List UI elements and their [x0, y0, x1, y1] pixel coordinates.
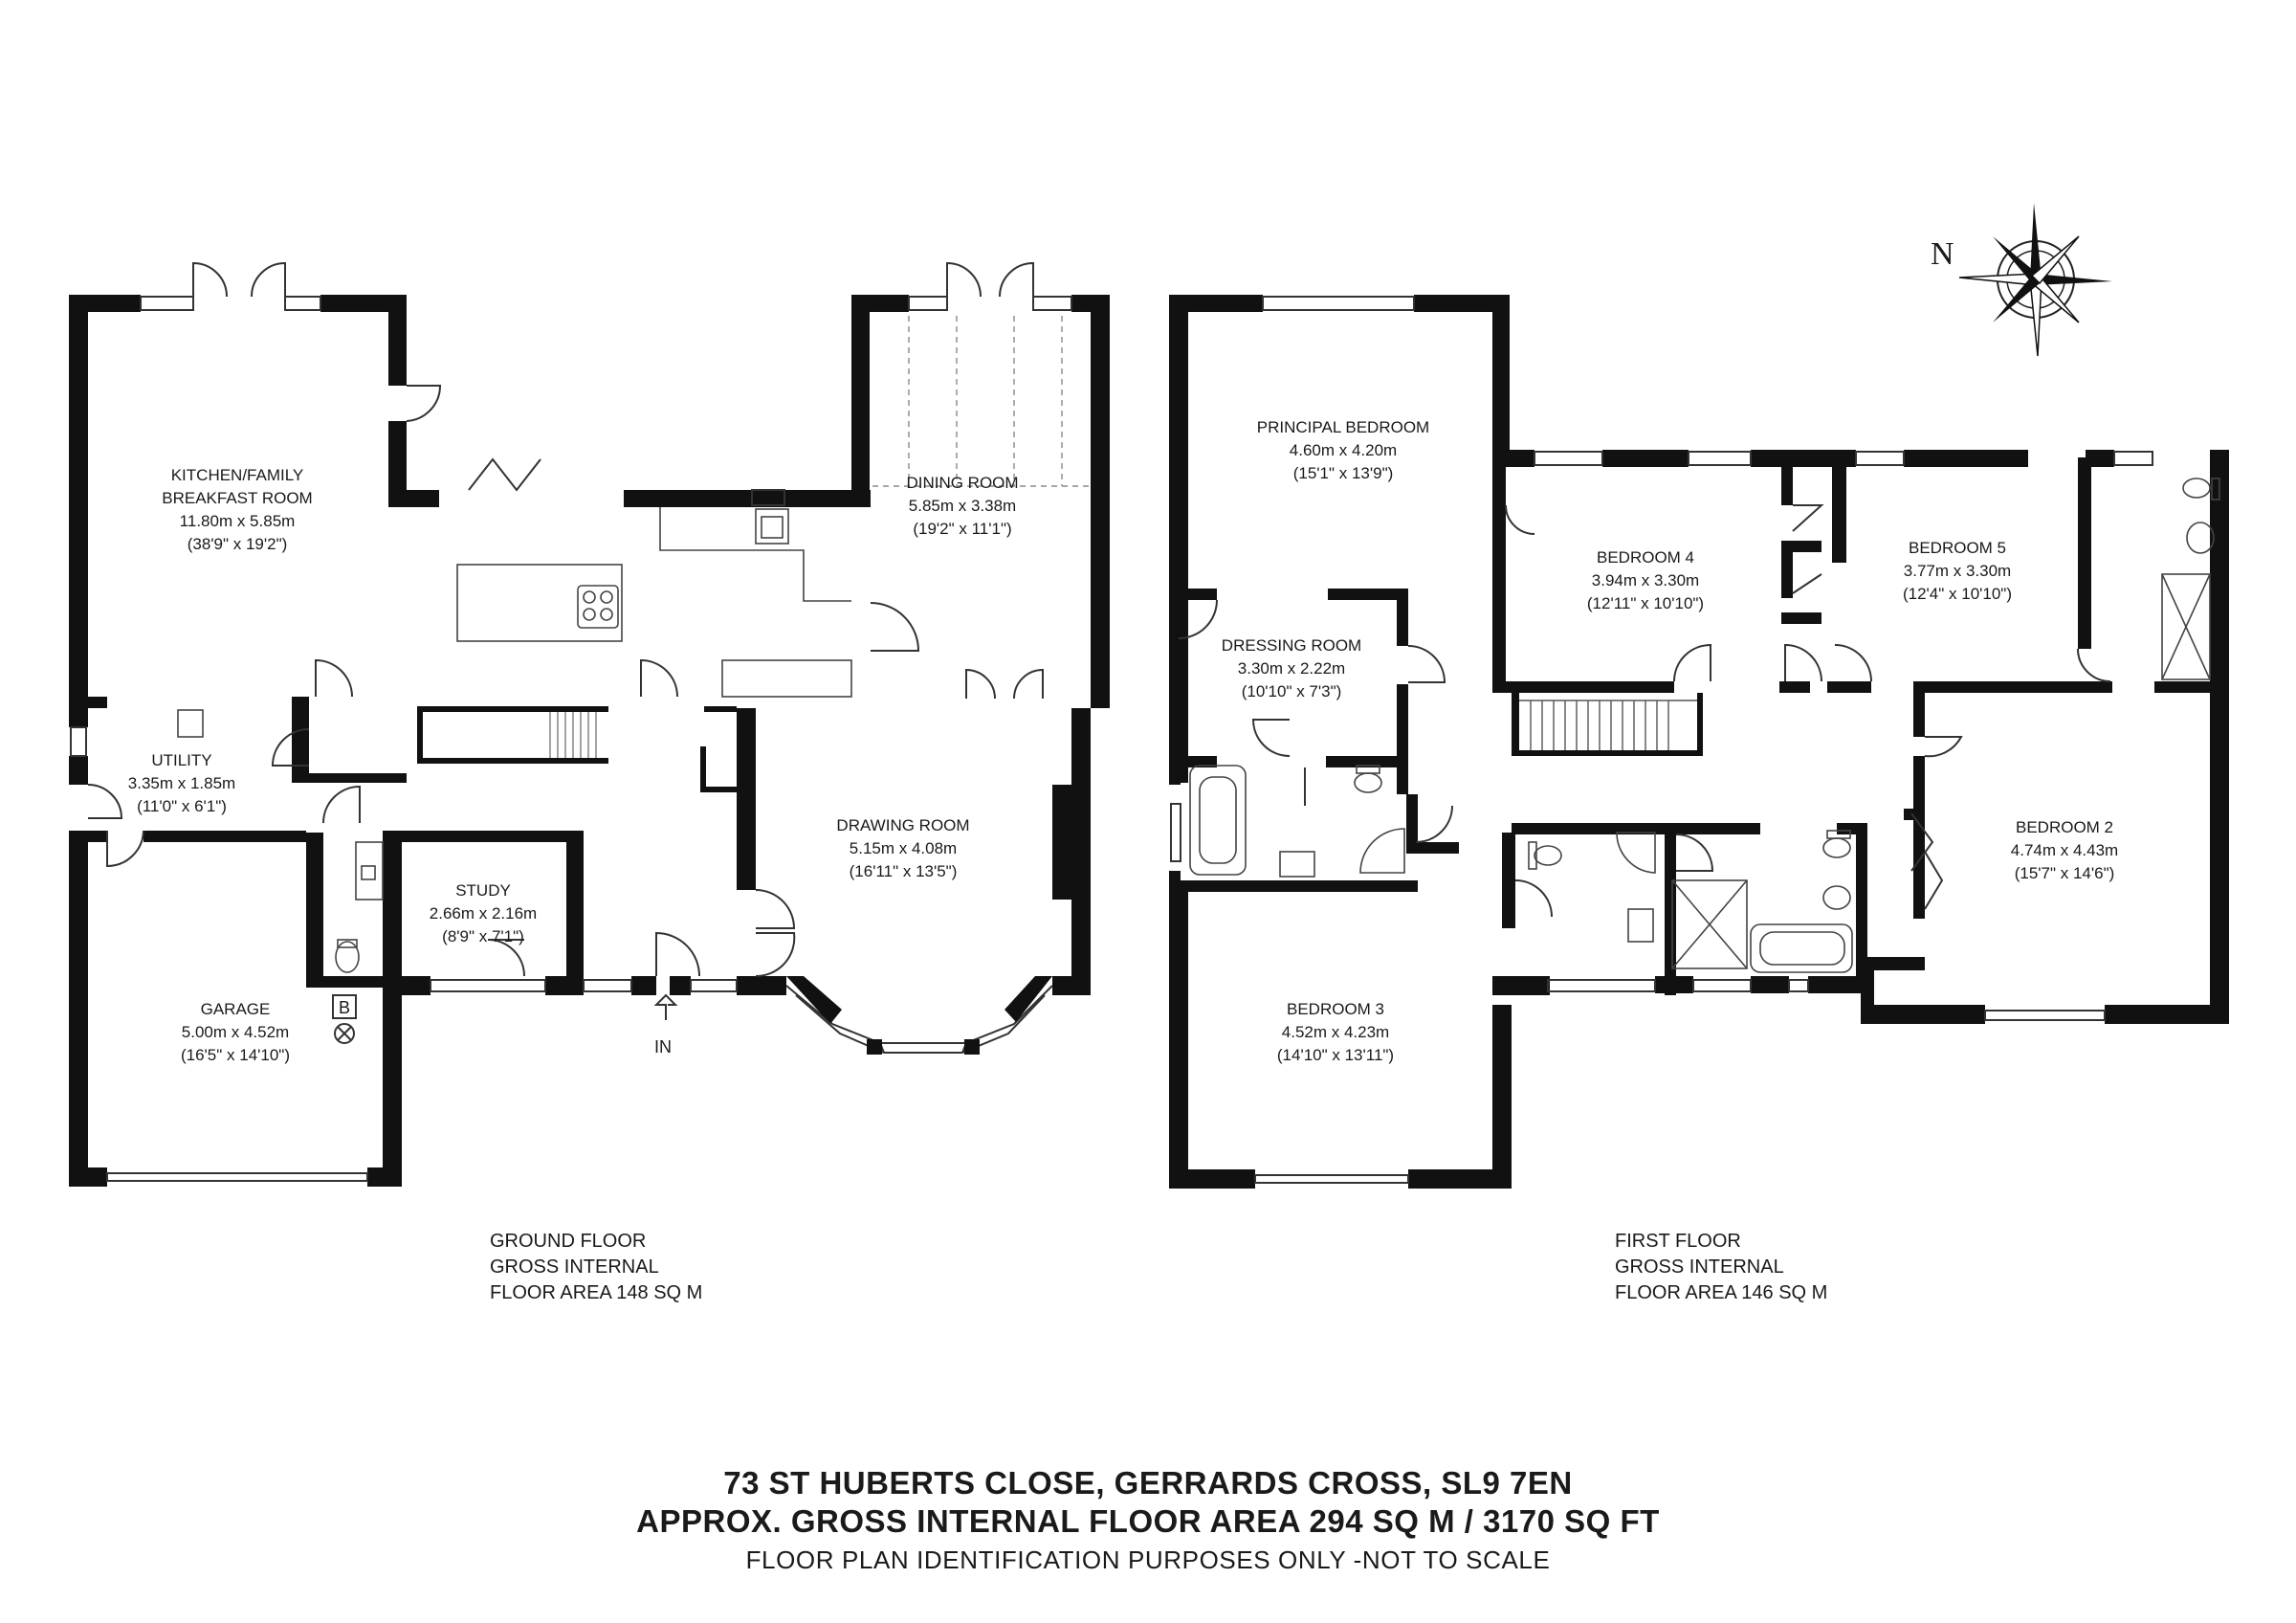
bedroom3-imperial: (14'10" x 13'11")	[1277, 1046, 1394, 1064]
entrance-marker: IN	[654, 1037, 672, 1056]
garage-metric: 5.00m x 4.52m	[182, 1023, 289, 1041]
kitchen-metric: 11.80m x 5.85m	[180, 512, 296, 530]
first-floor-line-2: GROSS INTERNAL	[1615, 1256, 1784, 1278]
compass-north-label: N	[1931, 236, 1954, 272]
room-label-utility: UTILITY 3.35m x 1.85m (11'0" x 6'1")	[128, 751, 235, 815]
room-label-kitchen: KITCHEN/FAMILY BREAKFAST ROOM 11.80m x 5…	[162, 466, 312, 553]
utility-name: UTILITY	[151, 751, 211, 769]
principal-name: PRINCIPAL BEDROOM	[1257, 418, 1429, 436]
first-floor-walls	[1169, 295, 2229, 1189]
ground-floor-doors	[87, 261, 1044, 978]
utility-imperial: (11'0" x 6'1")	[137, 797, 227, 815]
ground-floor-stairs	[549, 712, 597, 758]
kitchen-name-2: BREAKFAST ROOM	[162, 489, 312, 507]
garage-name: GARAGE	[201, 1000, 271, 1018]
compass-rose-icon	[1958, 203, 2112, 357]
bedroom2-name: BEDROOM 2	[2016, 818, 2113, 836]
utility-metric: 3.35m x 1.85m	[128, 774, 235, 792]
ground-floor-windows	[70, 296, 1072, 1182]
room-label-bedroom5: BEDROOM 5 3.77m x 3.30m (12'4" x 10'10")	[1903, 539, 2012, 603]
principal-imperial: (15'1" x 13'9")	[1293, 464, 1394, 482]
room-label-bedroom3: BEDROOM 3 4.52m x 4.23m (14'10" x 13'11"…	[1277, 1000, 1394, 1064]
ground-floor-area-label: GROUND FLOOR GROSS INTERNAL FLOOR AREA 1…	[490, 1229, 702, 1306]
disclaimer: FLOOR PLAN IDENTIFICATION PURPOSES ONLY …	[745, 1545, 1551, 1574]
principal-metric: 4.60m x 4.20m	[1290, 441, 1397, 459]
bedroom4-metric: 3.94m x 3.30m	[1592, 571, 1699, 589]
room-label-study: STUDY 2.66m x 2.16m (8'9" x 7'1")	[430, 881, 537, 945]
bedroom5-metric: 3.77m x 3.30m	[1904, 562, 2011, 580]
bedroom4-imperial: (12'11" x 10'10")	[1587, 594, 1704, 612]
bedroom2-metric: 4.74m x 4.43m	[2011, 841, 2118, 859]
dining-name: DINING ROOM	[906, 474, 1018, 492]
sanitary-fittings	[1189, 478, 2220, 973]
boiler-symbol	[332, 994, 357, 1044]
dining-imperial: (19'2" x 11'1")	[913, 520, 1011, 538]
room-label-garage: GARAGE 5.00m x 4.52m (16'5" x 14'10")	[181, 1000, 290, 1064]
study-name: STUDY	[455, 881, 511, 900]
bedroom3-name: BEDROOM 3	[1287, 1000, 1384, 1018]
footer: 73 ST HUBERTS CLOSE, GERRARDS CROSS, SL9…	[0, 1464, 2296, 1577]
ground-floor-walls	[69, 295, 1110, 1187]
room-label-dressing: DRESSING ROOM 3.30m x 2.22m (10'10" x 7'…	[1222, 636, 1361, 700]
drawing-name: DRAWING ROOM	[836, 816, 969, 834]
property-address: 73 ST HUBERTS CLOSE, GERRARDS CROSS, SL9…	[723, 1465, 1573, 1501]
bedroom5-imperial: (12'4" x 10'10")	[1903, 585, 2012, 603]
dressing-metric: 3.30m x 2.22m	[1238, 659, 1345, 678]
first-floor-line-3: FLOOR AREA 146 SQ M	[1615, 1282, 1828, 1303]
first-floor-line-1: FIRST FLOOR	[1615, 1231, 1741, 1252]
kitchen-name-1: KITCHEN/FAMILY	[171, 466, 304, 484]
room-label-dining: DINING ROOM 5.85m x 3.38m (19'2" x 11'1"…	[906, 474, 1018, 538]
first-floor-doors	[1178, 504, 2111, 918]
bedroom4-name: BEDROOM 4	[1597, 548, 1694, 567]
ground-floor-line-2: GROSS INTERNAL	[490, 1256, 659, 1278]
first-floor-windows	[1170, 296, 2153, 1184]
dining-roof-lantern	[872, 316, 1089, 487]
bay-window-piers	[786, 976, 1052, 1055]
dining-metric: 5.85m x 3.38m	[909, 497, 1016, 515]
garage-imperial: (16'5" x 14'10")	[181, 1046, 290, 1064]
room-label-bedroom4: BEDROOM 4 3.94m x 3.30m (12'11" x 10'10"…	[1587, 548, 1704, 612]
kitchen-units	[177, 507, 852, 973]
study-metric: 2.66m x 2.16m	[430, 904, 537, 923]
room-label-drawing: DRAWING ROOM 5.15m x 4.08m (16'11" x 13'…	[836, 816, 969, 880]
dressing-name: DRESSING ROOM	[1222, 636, 1361, 655]
drawing-metric: 5.15m x 4.08m	[850, 839, 957, 857]
ground-floor-line-1: GROUND FLOOR	[490, 1231, 647, 1252]
room-label-bedroom2: BEDROOM 2 4.74m x 4.43m (15'7" x 14'6")	[2011, 818, 2118, 882]
total-floor-area: APPROX. GROSS INTERNAL FLOOR AREA 294 SQ…	[636, 1503, 1660, 1539]
bedroom5-name: BEDROOM 5	[1909, 539, 2006, 557]
room-label-principal: PRINCIPAL BEDROOM 4.60m x 4.20m (15'1" x…	[1257, 418, 1429, 482]
bedroom2-imperial: (15'7" x 14'6")	[2015, 864, 2115, 882]
ground-floor-line-3: FLOOR AREA 148 SQ M	[490, 1282, 703, 1303]
entrance-arrow-icon	[653, 993, 678, 1020]
study-imperial: (8'9" x 7'1")	[442, 927, 524, 945]
boiler-marker: B	[339, 998, 350, 1017]
bedroom3-metric: 4.52m x 4.23m	[1282, 1023, 1389, 1041]
first-floor-area-label: FIRST FLOOR GROSS INTERNAL FLOOR AREA 14…	[1615, 1229, 1827, 1306]
drawing-imperial: (16'11" x 13'5")	[850, 862, 958, 880]
kitchen-imperial: (38'9" x 19'2")	[188, 535, 288, 553]
dressing-imperial: (10'10" x 7'3")	[1242, 682, 1342, 700]
first-floor-stairs	[1519, 700, 1697, 750]
